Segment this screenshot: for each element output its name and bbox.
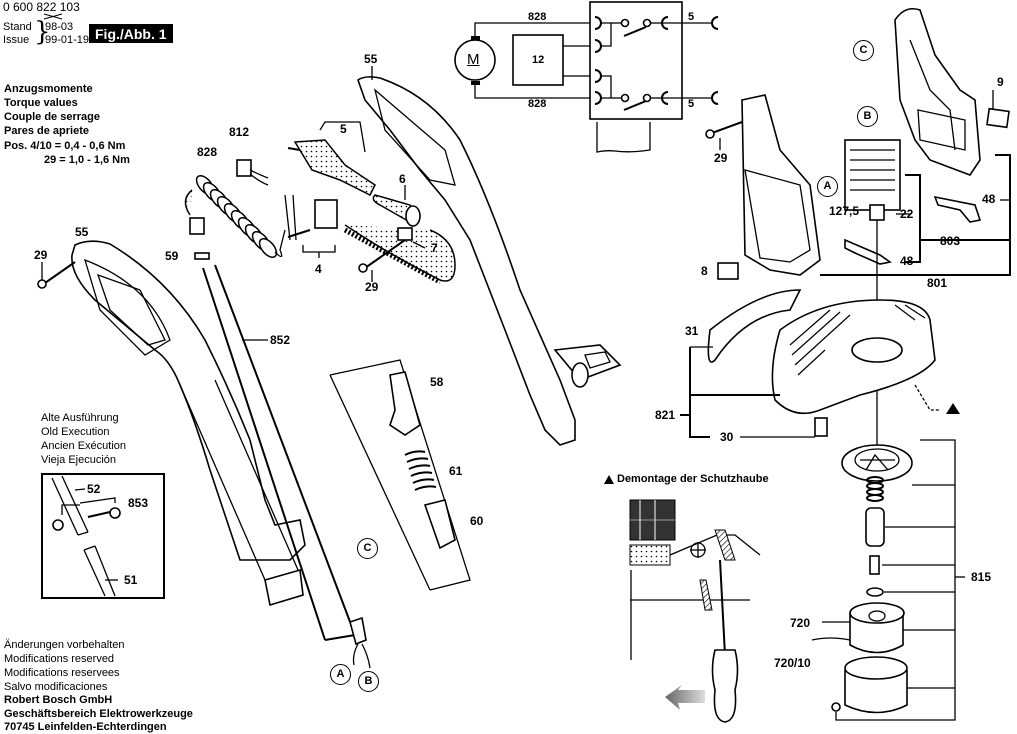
label-48-bottom: 48 xyxy=(900,254,914,268)
old-execution-es: Vieja Ejecución xyxy=(41,454,117,466)
guard-removal-illustration xyxy=(629,499,761,723)
label-803: 803 xyxy=(940,234,961,248)
label-127-5: 127,5 xyxy=(829,204,860,218)
torque-heading-fr: Couple de serrage xyxy=(4,111,100,123)
wire-828-bottom: 828 xyxy=(528,98,547,110)
callout-b-motor: B xyxy=(857,106,878,127)
latch-58 xyxy=(389,371,421,436)
wiring-diagram xyxy=(454,1,719,153)
removal-note: Demontage der Schutzhaube xyxy=(617,473,769,485)
label-801: 801 xyxy=(927,276,948,290)
brace-icon: } xyxy=(34,17,51,47)
label-58: 58 xyxy=(430,375,444,389)
label-61: 61 xyxy=(449,464,463,478)
label-48-top: 48 xyxy=(982,192,996,206)
footer-company: Robert Bosch GmbH xyxy=(4,694,113,706)
label-828: 828 xyxy=(197,145,218,159)
switch-housing xyxy=(589,1,683,120)
label-60: 60 xyxy=(470,514,484,528)
torque-spec-2: 29 = 1,0 - 1,6 Nm xyxy=(44,154,130,166)
callout-a-motor: A xyxy=(817,176,838,197)
label-852: 852 xyxy=(270,333,291,347)
footer-address: 70745 Leinfelden-Echterdingen xyxy=(4,721,167,733)
out-5-top: 5 xyxy=(688,11,695,23)
label-8: 8 xyxy=(701,264,708,278)
issue-date: 99-01-19 xyxy=(45,34,90,46)
callout-c-housing: C xyxy=(853,40,874,61)
label-9: 9 xyxy=(997,75,1004,89)
guard-821 xyxy=(707,289,936,415)
footer-note-en: Modifications reserved xyxy=(4,653,115,665)
out-5-bottom: 5 xyxy=(688,98,695,110)
callout-c-tube: C xyxy=(357,538,378,559)
spool-set-815 xyxy=(831,444,913,714)
torque-heading-en: Torque values xyxy=(4,97,78,109)
label-5: 5 xyxy=(340,122,347,136)
part-number: 0 600 822 103 xyxy=(3,0,80,14)
label-55-top: 55 xyxy=(364,52,378,66)
label-7: 7 xyxy=(431,241,438,255)
torque-spec-1: Pos. 4/10 = 0,4 - 0,6 Nm xyxy=(4,140,126,152)
footer-note-fr: Modifications reservees xyxy=(4,667,120,679)
footer-note-es: Salvo modificaciones xyxy=(4,681,108,693)
label-59: 59 xyxy=(165,249,179,263)
label-51: 51 xyxy=(124,573,138,587)
label-30: 30 xyxy=(720,430,734,444)
motor-symbol-label: M xyxy=(467,51,480,68)
torque-heading-de: Anzugsmomente xyxy=(4,83,93,95)
label-31: 31 xyxy=(685,324,699,338)
tube-852 xyxy=(202,264,356,641)
coil-cord-828 xyxy=(184,174,286,259)
old-execution-de: Alte Ausführung xyxy=(41,412,119,424)
footer-division: Geschäftsbereich Elektrowerkzeuge xyxy=(4,708,193,720)
label-812: 812 xyxy=(229,125,250,139)
rotate-arrow-icon xyxy=(665,685,705,710)
torque-heading-es: Pares de apriete xyxy=(4,125,89,137)
stand-label: Stand xyxy=(3,21,32,33)
wire-828-top: 828 xyxy=(528,11,547,23)
old-execution-inset xyxy=(41,473,165,599)
label-29-mid: 29 xyxy=(365,280,379,294)
footer-note-de: Änderungen vorbehalten xyxy=(4,639,125,651)
label-55-left: 55 xyxy=(75,225,89,239)
triangle-note-icon xyxy=(604,475,614,484)
label-720: 720 xyxy=(790,616,811,630)
component-box-label: 12 xyxy=(532,54,545,66)
callout-b-wire: B xyxy=(358,671,379,692)
old-execution-en: Old Execution xyxy=(41,426,110,438)
label-720-10: 720/10 xyxy=(774,656,811,670)
label-821: 821 xyxy=(655,408,676,422)
label-853: 853 xyxy=(128,496,149,510)
label-815: 815 xyxy=(971,570,992,584)
spring-61 xyxy=(404,450,437,491)
handle-55-right xyxy=(357,76,622,446)
handle-55-left xyxy=(71,240,306,607)
motor-unit xyxy=(844,139,901,221)
plug-5 xyxy=(287,121,376,197)
label-22: 22 xyxy=(900,207,914,221)
figure-title: Fig./Abb. 1 xyxy=(89,24,173,43)
label-4: 4 xyxy=(315,262,322,276)
label-29-right: 29 xyxy=(714,151,728,165)
stand-old-date: 98-03 xyxy=(45,21,74,33)
label-29-left: 29 xyxy=(34,248,48,262)
component-box-12 xyxy=(512,34,564,86)
sleeve-60 xyxy=(423,499,456,550)
motor-housing xyxy=(741,94,821,276)
housing-cover xyxy=(894,7,981,176)
removal-marker-icon xyxy=(946,403,960,414)
label-6: 6 xyxy=(399,172,406,186)
callout-a-wire: A xyxy=(330,664,351,685)
old-execution-fr: Ancien Exécution xyxy=(41,440,126,452)
label-52: 52 xyxy=(87,482,101,496)
issue-label: Issue xyxy=(3,34,30,46)
